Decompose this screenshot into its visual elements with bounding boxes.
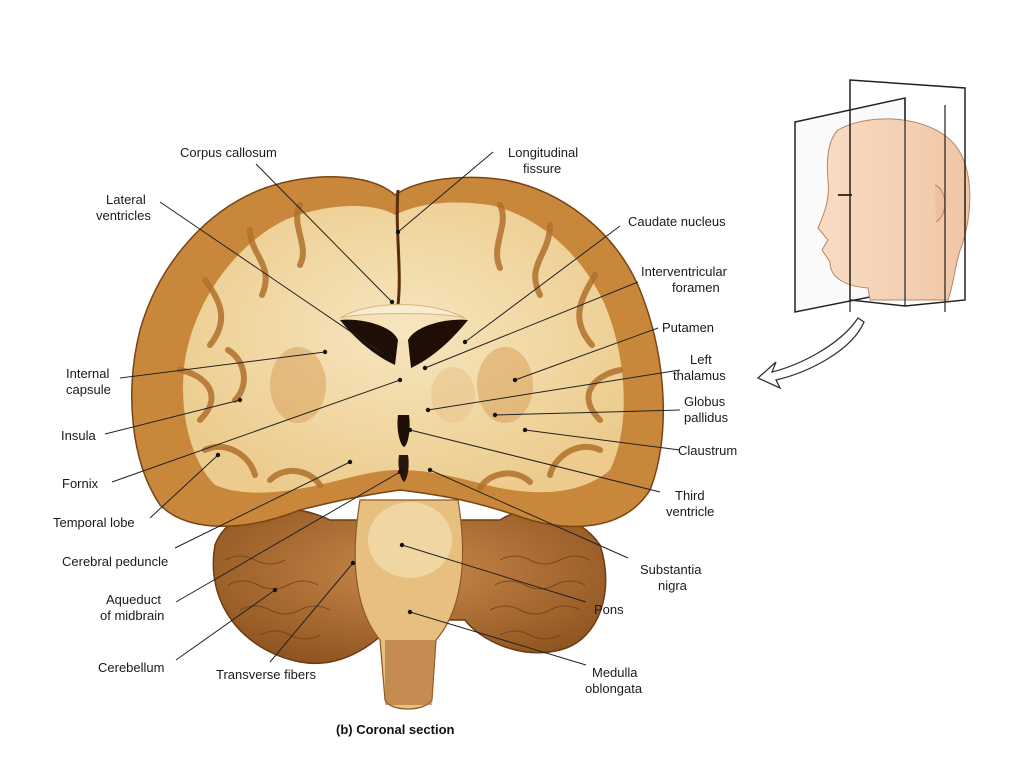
label-longitudinal-fissure-line2: fissure: [523, 161, 561, 176]
label-longitudinal-fissure-line1: Longitudinal: [508, 145, 578, 160]
label-pons: Pons: [594, 602, 624, 617]
label-interventricular-foramen-line2: foramen: [672, 280, 720, 295]
lateral-ventricle-right: [408, 319, 468, 368]
label-cerebellum: Cerebellum: [98, 660, 164, 675]
septum: [398, 340, 408, 385]
label-aqueduct-line1: Aqueduct: [106, 592, 161, 607]
label-left-thalamus-line1: Left: [690, 352, 712, 367]
orientation-arrow-icon: [756, 317, 865, 390]
label-interventricular-foramen-line1: Interventricular: [641, 264, 728, 279]
head-shape: [817, 118, 971, 301]
cerebellum-folia: [224, 555, 591, 640]
label-internal-capsule-line1: Internal: [66, 366, 109, 381]
labels: Corpus callosum Longitudinal fissure Lat…: [53, 145, 737, 737]
label-aqueduct-line2: of midbrain: [100, 608, 164, 623]
head-orientation-illustration: [794, 79, 971, 313]
label-temporal-lobe: Temporal lobe: [53, 515, 135, 530]
corpus-callosum-band: [339, 304, 466, 319]
label-globus-pallidus-line1: Globus: [684, 394, 726, 409]
label-cerebral-peduncle: Cerebral peduncle: [62, 554, 168, 569]
figure-caption: (b) Coronal section: [336, 722, 455, 737]
label-third-ventricle-line1: Third: [675, 488, 705, 503]
aqueduct-shape: [398, 455, 409, 482]
label-claustrum: Claustrum: [678, 443, 737, 458]
label-medulla-oblongata-line2: oblongata: [585, 681, 643, 696]
thalamus-shape: [431, 367, 475, 423]
label-substantia-nigra-line2: nigra: [658, 578, 688, 593]
putamen-shape: [477, 347, 533, 423]
label-left-thalamus-line2: thalamus: [673, 368, 726, 383]
label-globus-pallidus-line2: pallidus: [684, 410, 729, 425]
label-insula: Insula: [61, 428, 96, 443]
fissure-line: [395, 189, 401, 306]
leader-lines: [104, 151, 681, 666]
label-third-ventricle-line2: ventricle: [666, 504, 714, 519]
label-transverse-fibers: Transverse fibers: [216, 667, 316, 682]
label-lateral-ventricles-line2: ventricles: [96, 208, 151, 223]
label-corpus-callosum: Corpus callosum: [180, 145, 277, 160]
putamen-left-shape: [270, 347, 326, 423]
pons-shape: [368, 502, 452, 578]
label-caudate-nucleus: Caudate nucleus: [628, 214, 726, 229]
medulla-shade: [385, 640, 436, 705]
label-medulla-oblongata-line1: Medulla: [592, 665, 638, 680]
third-ventricle-shape: [397, 415, 410, 447]
coronal-plane-front: [849, 79, 966, 307]
leader-dots: [215, 229, 528, 615]
label-internal-capsule-line2: capsule: [66, 382, 111, 397]
brain-specimen: [131, 176, 664, 710]
label-fornix: Fornix: [62, 476, 99, 491]
gyri-folds: [177, 202, 623, 491]
label-putamen: Putamen: [662, 320, 714, 335]
label-lateral-ventricles-line1: Lateral: [106, 192, 146, 207]
label-substantia-nigra-line1: Substantia: [640, 562, 702, 577]
